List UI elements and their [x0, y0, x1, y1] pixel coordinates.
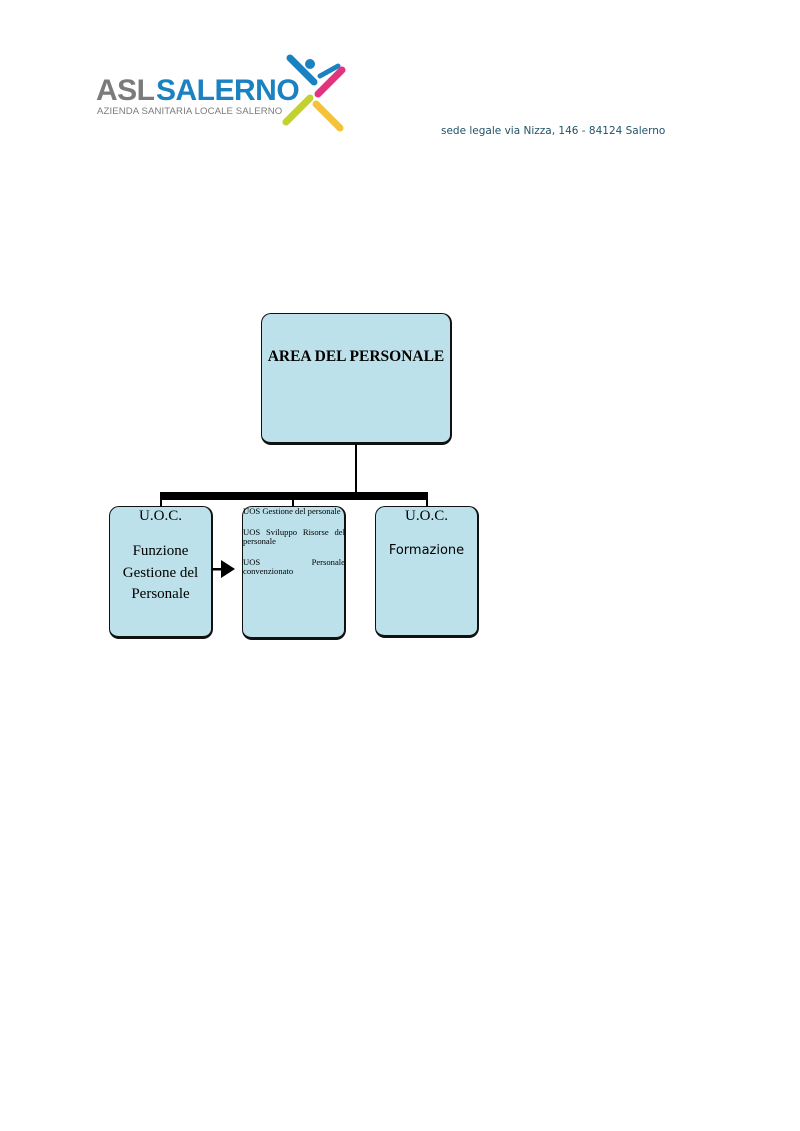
name-line: Personale	[131, 586, 190, 602]
uos-item: UOS Sviluppo Risorse del personale	[243, 526, 345, 546]
uoc-gestione-personale-box: U.O.C. Funzione Gestione del Personale	[109, 506, 213, 639]
uoc-formazione-name: Formazione	[388, 543, 465, 558]
legal-address: sede legale via Nizza, 146 - 84124 Saler…	[441, 125, 666, 137]
logo-salerno-text: SALERNO	[156, 74, 300, 107]
connector-horizontal-bar	[160, 492, 428, 500]
connector-left-drop	[160, 499, 162, 507]
connector-mid-drop	[292, 499, 294, 507]
uoc-formazione-box: U.O.C. Formazione	[375, 506, 479, 638]
uos-list: UOS Gestione del personale UOS Sviluppo …	[243, 506, 345, 588]
logo-figure-icon	[282, 54, 346, 132]
uoc-gestione-personale-name: Funzione Gestione del Personale	[110, 541, 211, 606]
area-personale-box: AREA DEL PERSONALE	[261, 313, 452, 445]
arrow-right-icon	[212, 560, 235, 578]
area-personale-title: AREA DEL PERSONALE	[267, 348, 445, 365]
logo-asl-text: ASL	[96, 74, 155, 107]
uoc-tag: U.O.C.	[139, 508, 182, 524]
connector-right-drop	[426, 499, 428, 507]
uos-item: UOS Personale convenzionato	[243, 556, 345, 576]
connector-vertical-root	[355, 444, 357, 493]
uos-list-box: UOS Gestione del personale UOS Sviluppo …	[242, 506, 346, 640]
uoc-tag: U.O.C.	[405, 508, 448, 524]
name-line: Funzione	[132, 543, 189, 559]
asl-salerno-logo: ASL SALERNO AZIENDA SANITARIA LOCALE SAL…	[96, 52, 356, 134]
uos-item: UOS Gestione del personale	[243, 506, 341, 516]
name-line: Gestione del	[122, 564, 199, 581]
logo-subtitle: AZIENDA SANITARIA LOCALE SALERNO	[97, 106, 283, 117]
